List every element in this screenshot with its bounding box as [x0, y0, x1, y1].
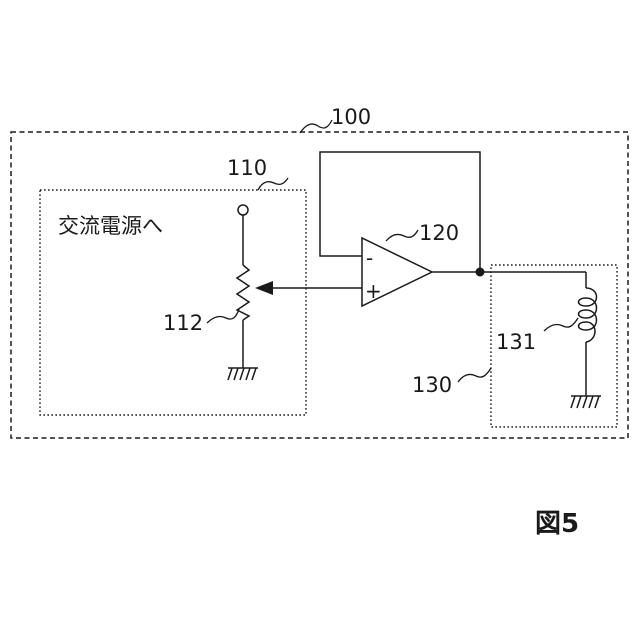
- load-block-130-leader: [458, 368, 491, 382]
- ground-112-hatch: [228, 368, 256, 380]
- opamp-plus-sign: +: [365, 279, 382, 303]
- wiper-arrowhead: [255, 281, 273, 295]
- output-junction: [476, 268, 485, 277]
- coil-131: [579, 288, 597, 342]
- ac-terminal: [238, 205, 248, 215]
- figure-label: 図5: [535, 509, 579, 539]
- coil-131-label: 131: [496, 330, 536, 354]
- ground-131-hatch: [571, 396, 599, 408]
- feedback-wire: [320, 152, 480, 272]
- opamp-120-label: 120: [419, 221, 459, 245]
- coil-131-leader: [544, 318, 578, 331]
- load-block-130-label: 130: [412, 373, 452, 397]
- device-100-label: 100: [331, 105, 371, 129]
- potentiometer-112-resistor: [237, 265, 249, 320]
- device-100-leader: [300, 120, 332, 133]
- ac-source-label: 交流電源へ: [58, 214, 163, 238]
- power-block-110-label: 110: [227, 156, 267, 180]
- opamp-minus-sign: -: [366, 246, 373, 270]
- potentiometer-112-label: 112: [163, 311, 203, 335]
- potentiometer-112-leader: [207, 309, 239, 323]
- opamp-120-leader: [386, 230, 418, 241]
